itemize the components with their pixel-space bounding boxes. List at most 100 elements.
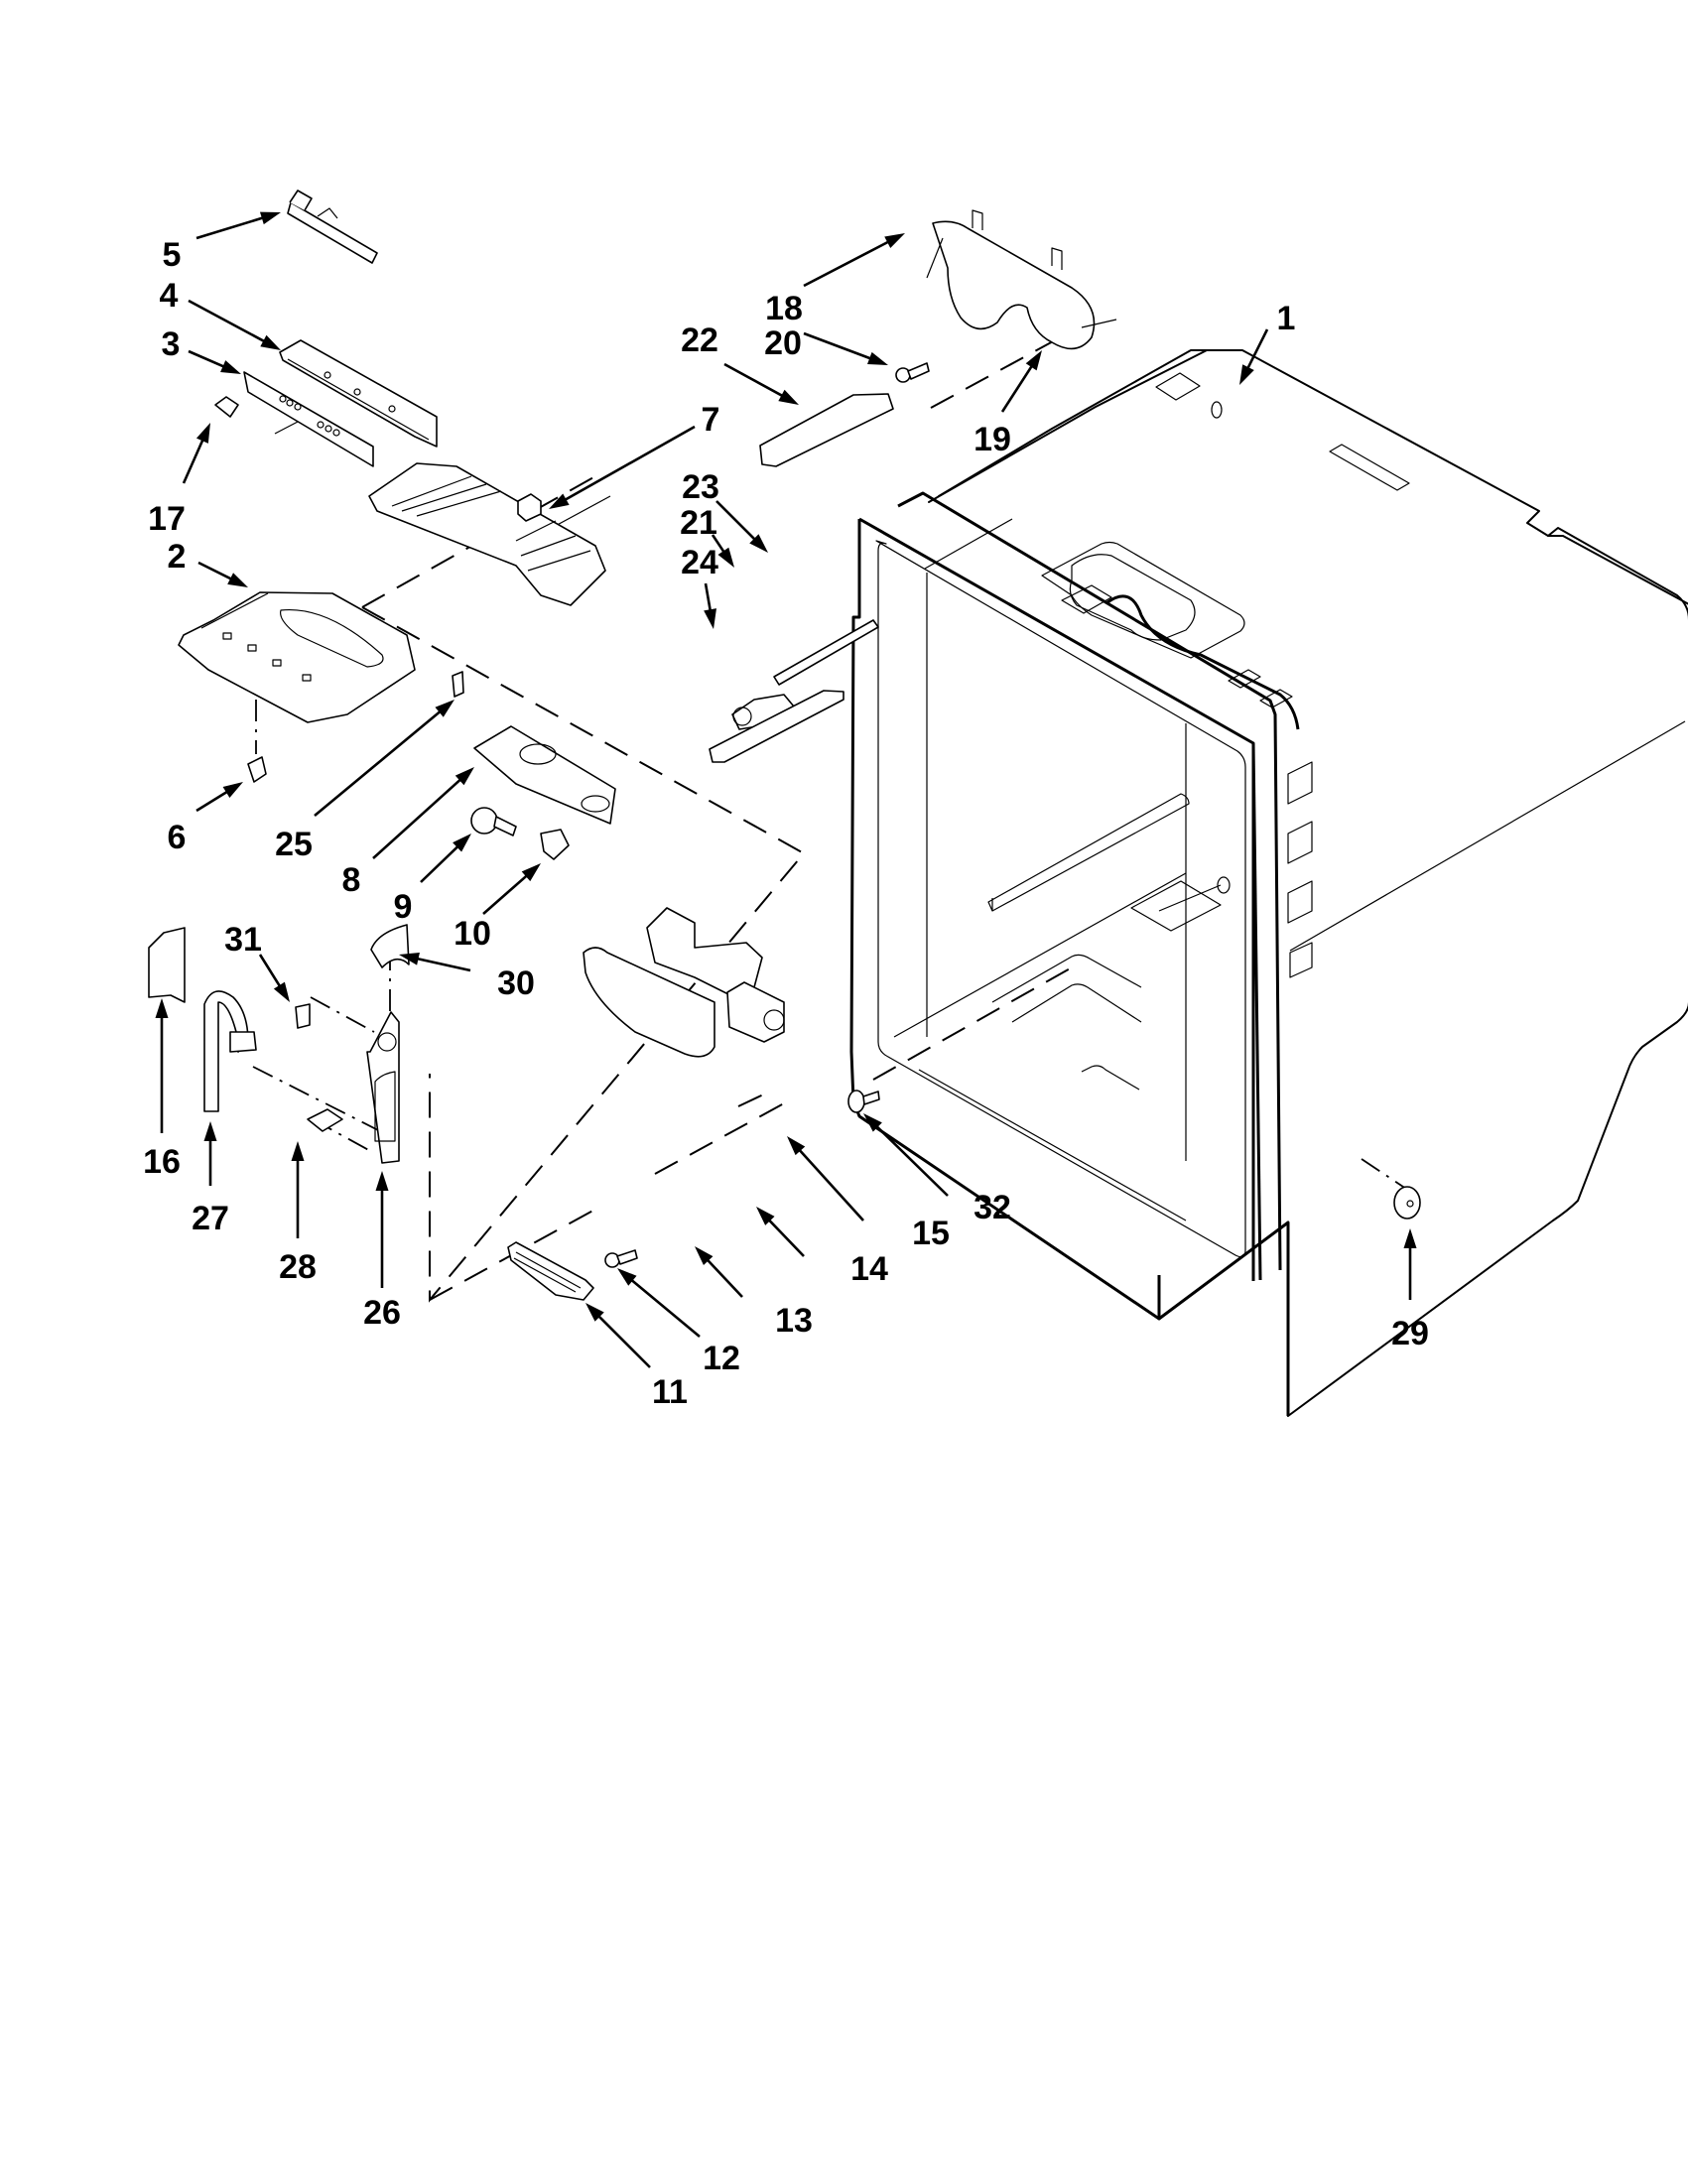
arrowhead-icon xyxy=(521,863,541,882)
part-drain-cap xyxy=(1393,1186,1421,1220)
arrowhead-icon xyxy=(203,1121,217,1141)
callout-17: 17 xyxy=(148,423,210,538)
leader-line xyxy=(803,331,874,361)
callout-31: 31 xyxy=(224,921,290,1002)
callout-26: 26 xyxy=(363,1171,401,1332)
callout-layer: 1234567891011121314151617181920212223242… xyxy=(143,211,1429,1411)
leader-line xyxy=(258,954,283,990)
arrowhead-icon xyxy=(704,608,716,629)
leader-line xyxy=(314,708,444,818)
callout-number: 6 xyxy=(168,819,187,856)
arrowhead-icon xyxy=(778,389,799,405)
callout-14: 14 xyxy=(756,1207,888,1288)
arrowhead-icon xyxy=(220,360,241,374)
callout-number: 20 xyxy=(764,324,802,362)
part-control-cover xyxy=(287,190,378,264)
callout-18: 18 xyxy=(765,233,905,327)
leader-line xyxy=(197,561,235,582)
part-thermistor-clip xyxy=(214,396,239,418)
callout-32: 32 xyxy=(863,1113,1011,1226)
part-lamp-housing xyxy=(473,725,616,825)
callout-12: 12 xyxy=(617,1268,740,1377)
callout-4: 4 xyxy=(160,277,281,350)
leader-line xyxy=(188,299,268,344)
leader-line xyxy=(705,1256,743,1298)
leader-line xyxy=(873,1123,949,1197)
callout-25: 25 xyxy=(275,700,454,863)
arrowhead-icon xyxy=(617,1268,637,1286)
arrowhead-icon xyxy=(155,998,169,1018)
part-lower-duct-cover xyxy=(583,947,715,1058)
arrowhead-icon xyxy=(549,493,570,509)
arrowhead-icon xyxy=(717,547,734,568)
arrowhead-icon xyxy=(273,981,290,1002)
part-lower-rail xyxy=(709,690,844,763)
callout-28: 28 xyxy=(279,1141,317,1286)
part-damper-housing xyxy=(646,907,763,998)
leader-line xyxy=(420,843,461,883)
callout-number: 8 xyxy=(342,861,361,899)
callout-number: 4 xyxy=(160,277,179,315)
callout-number: 5 xyxy=(163,236,182,274)
part-clip-25 xyxy=(452,671,464,698)
leader-line xyxy=(628,1277,701,1338)
callout-13: 13 xyxy=(695,1246,813,1340)
arrowhead-icon xyxy=(260,334,281,350)
callout-number: 18 xyxy=(765,290,803,327)
arrowhead-icon xyxy=(787,1136,806,1156)
callout-19: 19 xyxy=(974,350,1042,458)
callout-number: 21 xyxy=(680,504,717,542)
callout-22: 22 xyxy=(681,321,799,405)
arrowhead-icon xyxy=(453,834,471,852)
callout-24: 24 xyxy=(681,544,718,629)
callout-number: 1 xyxy=(1277,300,1296,337)
arrowhead-icon xyxy=(195,423,210,444)
leader-line xyxy=(715,500,758,543)
callout-30: 30 xyxy=(399,952,535,1002)
leader-line xyxy=(195,789,231,813)
part-light-switch xyxy=(247,756,267,783)
part-water-tube-assembly xyxy=(203,990,257,1112)
arrowhead-icon xyxy=(375,1171,389,1191)
part-heater xyxy=(926,209,1117,350)
leader-line xyxy=(1000,362,1035,413)
callout-number: 32 xyxy=(974,1189,1011,1226)
callout-number: 19 xyxy=(974,421,1011,458)
callout-1: 1 xyxy=(1239,300,1295,385)
callout-number: 12 xyxy=(703,1340,740,1377)
callout-number: 26 xyxy=(363,1294,401,1332)
leader-line xyxy=(188,349,227,369)
callout-number: 28 xyxy=(279,1248,317,1286)
leader-line xyxy=(796,1146,864,1221)
callout-number: 9 xyxy=(394,888,413,926)
callout-number: 14 xyxy=(850,1250,888,1288)
callout-11: 11 xyxy=(585,1303,688,1411)
arrowhead-icon xyxy=(222,782,243,799)
callout-21: 21 xyxy=(680,504,734,568)
part-lamp-socket xyxy=(540,829,570,860)
leader-line xyxy=(372,776,463,859)
part-control-board xyxy=(279,339,438,448)
callout-20: 20 xyxy=(764,324,888,365)
arrowhead-icon xyxy=(1239,364,1254,385)
part-damper-motor xyxy=(726,981,785,1043)
callout-number: 2 xyxy=(168,538,187,576)
callout-8: 8 xyxy=(342,767,474,899)
arrowhead-icon xyxy=(695,1246,714,1266)
arrowhead-icon xyxy=(399,952,420,965)
part-control-housing xyxy=(178,591,416,723)
callout-10: 10 xyxy=(454,863,541,953)
leader-line xyxy=(482,872,530,915)
part-air-diffuser xyxy=(368,462,606,606)
part-screw-20 xyxy=(895,362,930,383)
leader-line xyxy=(595,1313,651,1368)
callout-2: 2 xyxy=(168,538,248,587)
callout-15: 15 xyxy=(787,1136,950,1252)
callout-16: 16 xyxy=(143,998,181,1181)
callout-7: 7 xyxy=(549,401,719,509)
callout-number: 25 xyxy=(275,826,313,863)
callout-number: 23 xyxy=(682,468,719,506)
part-retainer-clip xyxy=(307,1108,343,1132)
callout-number: 13 xyxy=(775,1302,813,1340)
